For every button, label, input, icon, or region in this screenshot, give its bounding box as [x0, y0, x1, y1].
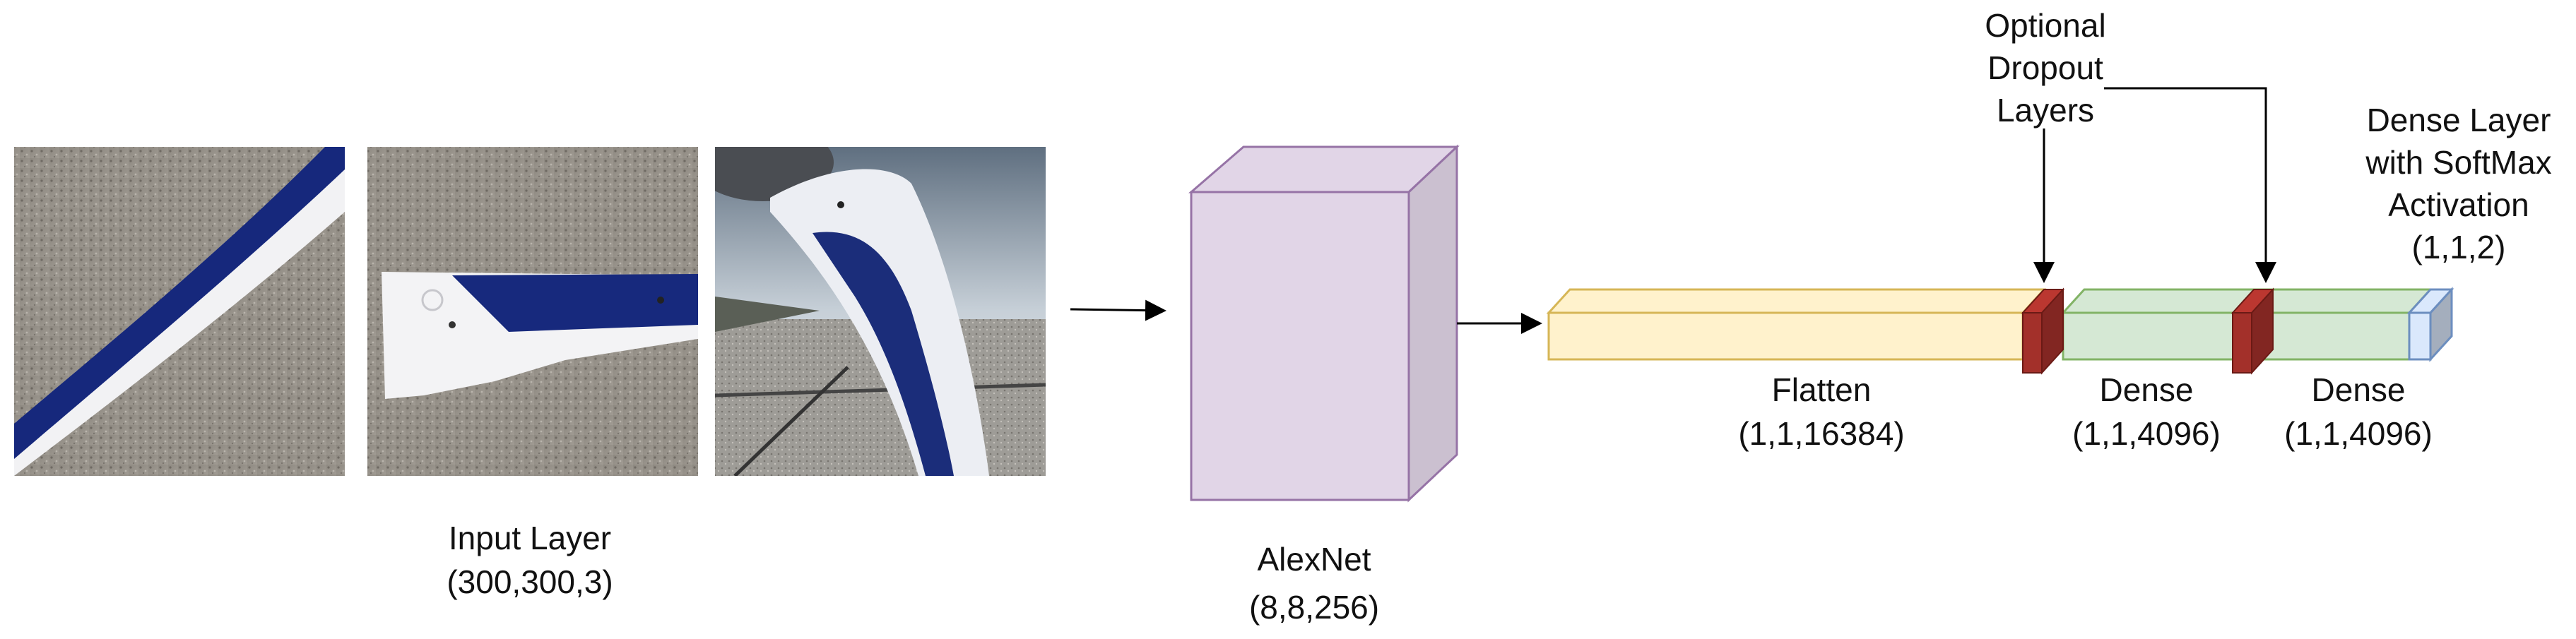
dropout-label-line-2: Dropout [1987, 49, 2103, 86]
softmax-block [2406, 287, 2454, 362]
softmax-shape: (1,1,2) [2412, 229, 2506, 265]
arrow-dropout-2 [2104, 87, 2276, 283]
dense-1-shape: (1,1,4096) [2072, 415, 2221, 452]
flatten-title: Flatten [1772, 371, 1872, 408]
dense-1-title: Dense [2100, 371, 2194, 408]
arrow-input-to-alexnet [1070, 299, 1166, 321]
dropout-layer-1 [2021, 287, 2065, 375]
dropout-label-line-3: Layers [1997, 92, 2094, 129]
dense-2-title: Dense [2312, 371, 2406, 408]
input-image-3 [715, 147, 1046, 476]
alexnet-block [1188, 144, 1460, 503]
input-image-2 [367, 147, 698, 476]
flatten-shape: (1,1,16384) [1738, 415, 1904, 452]
dense-2-shape: (1,1,4096) [2284, 415, 2433, 452]
softmax-label-line-3: Activation [2388, 186, 2529, 223]
flatten-block [1546, 288, 2047, 361]
input-layer-shape: (300,300,3) [447, 563, 613, 600]
alexnet-shape: (8,8,256) [1249, 589, 1379, 626]
softmax-label-line-2: with SoftMax [2365, 144, 2551, 181]
dropout-layer-2 [2231, 287, 2275, 375]
input-layer-title: Input Layer [449, 520, 611, 556]
softmax-label-line-1: Dense Layer [2367, 102, 2551, 138]
alexnet-title: AlexNet [1257, 541, 1371, 578]
input-image-1 [14, 147, 345, 476]
dropout-label-line-1: Optional [1985, 7, 2105, 44]
